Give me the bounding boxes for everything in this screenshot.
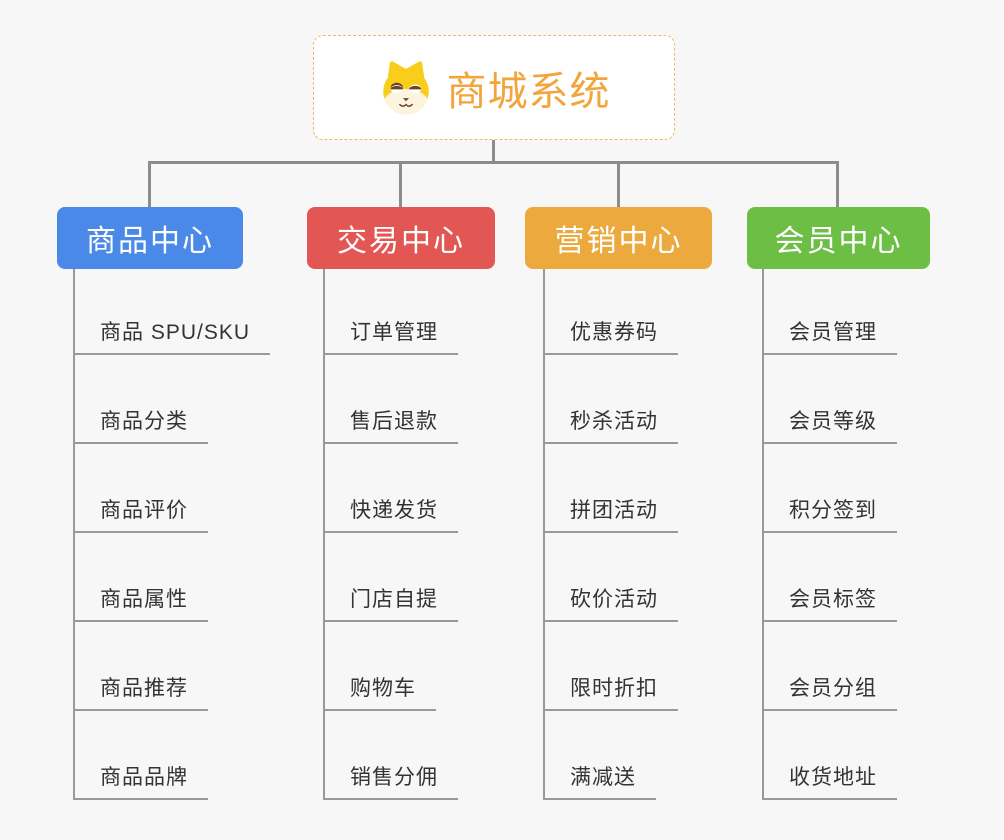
leaf-node[interactable]: 拼团活动 xyxy=(543,494,678,533)
branch-node-marketing[interactable]: 营销中心 xyxy=(525,207,712,269)
leaf-node[interactable]: 会员分组 xyxy=(762,672,897,711)
leaf-node[interactable]: 会员标签 xyxy=(762,583,897,622)
branch-node-member[interactable]: 会员中心 xyxy=(747,207,930,269)
leaf-node[interactable]: 商品推荐 xyxy=(73,672,208,711)
root-node[interactable]: 商城系统 xyxy=(313,35,675,140)
branch-node-product[interactable]: 商品中心 xyxy=(57,207,243,269)
root-title: 商城系统 xyxy=(446,69,611,114)
connector-drop-1 xyxy=(148,161,151,207)
branch-node-trade[interactable]: 交易中心 xyxy=(307,207,495,269)
leaf-node[interactable]: 商品属性 xyxy=(73,583,208,622)
leaf-node[interactable]: 订单管理 xyxy=(323,316,458,355)
leaf-node[interactable]: 售后退款 xyxy=(323,405,458,444)
leaf-node[interactable]: 满减送 xyxy=(543,761,656,800)
leaf-node[interactable]: 销售分佣 xyxy=(323,761,458,800)
connector-bus xyxy=(148,161,839,164)
leaf-node[interactable]: 优惠券码 xyxy=(543,316,678,355)
leaf-node[interactable]: 秒杀活动 xyxy=(543,405,678,444)
leaf-node[interactable]: 商品品牌 xyxy=(73,761,208,800)
leaf-node[interactable]: 商品评价 xyxy=(73,494,208,533)
leaf-node[interactable]: 会员管理 xyxy=(762,316,897,355)
leaf-node[interactable]: 商品分类 xyxy=(73,405,208,444)
leaf-node[interactable]: 门店自提 xyxy=(323,583,458,622)
leaf-node[interactable]: 收货地址 xyxy=(762,761,897,800)
leaf-node[interactable]: 砍价活动 xyxy=(543,583,678,622)
leaf-node[interactable]: 限时折扣 xyxy=(543,672,678,711)
leaf-node[interactable]: 购物车 xyxy=(323,672,436,711)
connector-drop-2 xyxy=(399,161,402,207)
connector-drop-3 xyxy=(617,161,620,207)
leaf-node[interactable]: 会员等级 xyxy=(762,405,897,444)
leaf-node[interactable]: 积分签到 xyxy=(762,494,897,533)
leaf-node[interactable]: 快递发货 xyxy=(323,494,458,533)
connector-root-stub xyxy=(492,140,495,164)
dog-mascot-icon xyxy=(382,60,429,114)
leaf-node[interactable]: 商品 SPU/SKU xyxy=(73,316,271,355)
connector-drop-4 xyxy=(836,161,839,207)
branch-column-marketing: 优惠券码 秒杀活动 拼团活动 砍价活动 限时折扣 满减送 xyxy=(543,266,783,800)
branch-column-product: 商品 SPU/SKU 商品分类 商品评价 商品属性 商品推荐 商品品牌 xyxy=(73,266,313,800)
branch-column-member: 会员管理 会员等级 积分签到 会员标签 会员分组 收货地址 xyxy=(762,266,1002,800)
branch-column-trade: 订单管理 售后退款 快递发货 门店自提 购物车 销售分佣 xyxy=(323,266,563,800)
